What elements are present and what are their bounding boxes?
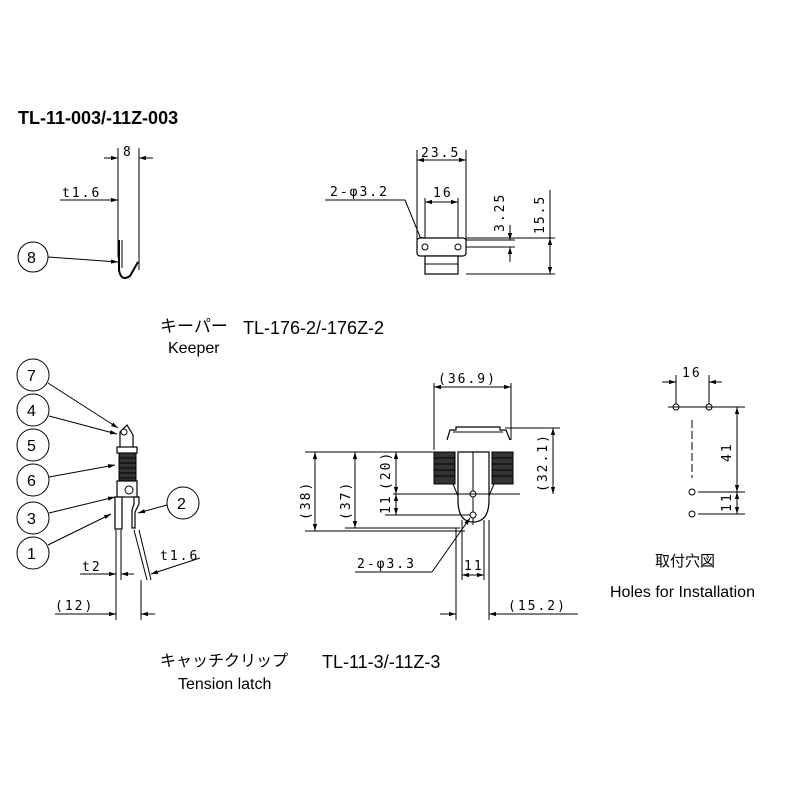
latch-dim-holes: 2-φ3.3 xyxy=(357,557,416,572)
holes-dim-11: 11 xyxy=(720,492,735,512)
keeper-label-en: Keeper xyxy=(168,340,220,357)
svg-text:1: 1 xyxy=(27,546,36,563)
latch-label-jp: キャッチクリップ xyxy=(160,652,288,670)
balloon-6: 6 xyxy=(16,463,50,497)
latch-model: TL-11-3/-11Z-3 xyxy=(322,652,440,672)
holes-label-en: Holes for Installation xyxy=(610,584,755,601)
balloon-5: 5 xyxy=(16,428,50,462)
keeper-model: TL-176-2/-176Z-2 xyxy=(243,318,384,338)
holes-label-jp: 取付穴図 xyxy=(655,553,715,570)
balloon-4: 4 xyxy=(16,393,50,427)
latch-dim-12: (12) xyxy=(55,599,94,614)
holes-dim-41: 41 xyxy=(720,442,735,462)
keeper-dim-3-25: 3.25 xyxy=(493,193,508,232)
latch-side-view: 7 4 5 6 3 1 2 t2 t1.6 (12) xyxy=(16,358,201,620)
balloon-1: 1 xyxy=(16,536,50,570)
latch-dim-37: (37) xyxy=(339,481,354,520)
svg-text:4: 4 xyxy=(27,403,36,420)
latch-dim-32-1: (32.1) xyxy=(536,433,551,492)
keeper-dim-16: 16 xyxy=(433,186,453,201)
svg-text:5: 5 xyxy=(27,438,36,455)
latch-label-en: Tension latch xyxy=(178,676,271,693)
keeper-side-view: 8 t1.6 8 xyxy=(17,145,153,279)
keeper-dim-15-5: 15.5 xyxy=(533,195,548,234)
latch-dim-t1-6: t1.6 xyxy=(160,549,199,564)
latch-front-view: (36.9) (38) (37) (20) 11 (32.1) 2-φ3.3 1… xyxy=(299,372,578,620)
latch-dim-38: (38) xyxy=(299,481,314,520)
balloon-7: 7 xyxy=(16,358,50,392)
balloon-8-label: 8 xyxy=(27,250,36,267)
keeper-front-view: 23.5 16 2-φ3.2 3.25 15.5 xyxy=(325,146,555,275)
svg-text:7: 7 xyxy=(27,368,36,385)
keeper-dim-8: 8 xyxy=(123,145,133,160)
latch-dim-15-2: (15.2) xyxy=(508,599,567,614)
keeper-dim-holes: 2-φ3.2 xyxy=(330,185,389,200)
drawing-title: TL-11-003/-11Z-003 xyxy=(18,108,178,128)
keeper-dim-thickness: t1.6 xyxy=(62,186,101,201)
keeper-label-jp: キーパー xyxy=(160,317,228,336)
svg-text:3: 3 xyxy=(27,511,36,528)
keeper-dim-23-5: 23.5 xyxy=(421,146,460,161)
latch-dim-20: (20) xyxy=(379,451,394,490)
balloon-3: 3 xyxy=(16,501,50,535)
svg-text:6: 6 xyxy=(27,473,36,490)
installation-holes-view: 16 41 11 xyxy=(662,366,745,518)
holes-dim-16: 16 xyxy=(682,366,702,381)
latch-dim-11-pitch: 11 xyxy=(464,559,484,574)
latch-dim-36-9: (36.9) xyxy=(438,372,497,387)
balloon-2: 2 xyxy=(166,486,200,520)
latch-dim-11: 11 xyxy=(379,494,394,514)
latch-dim-t2: t2 xyxy=(82,560,102,575)
svg-text:2: 2 xyxy=(177,496,186,513)
